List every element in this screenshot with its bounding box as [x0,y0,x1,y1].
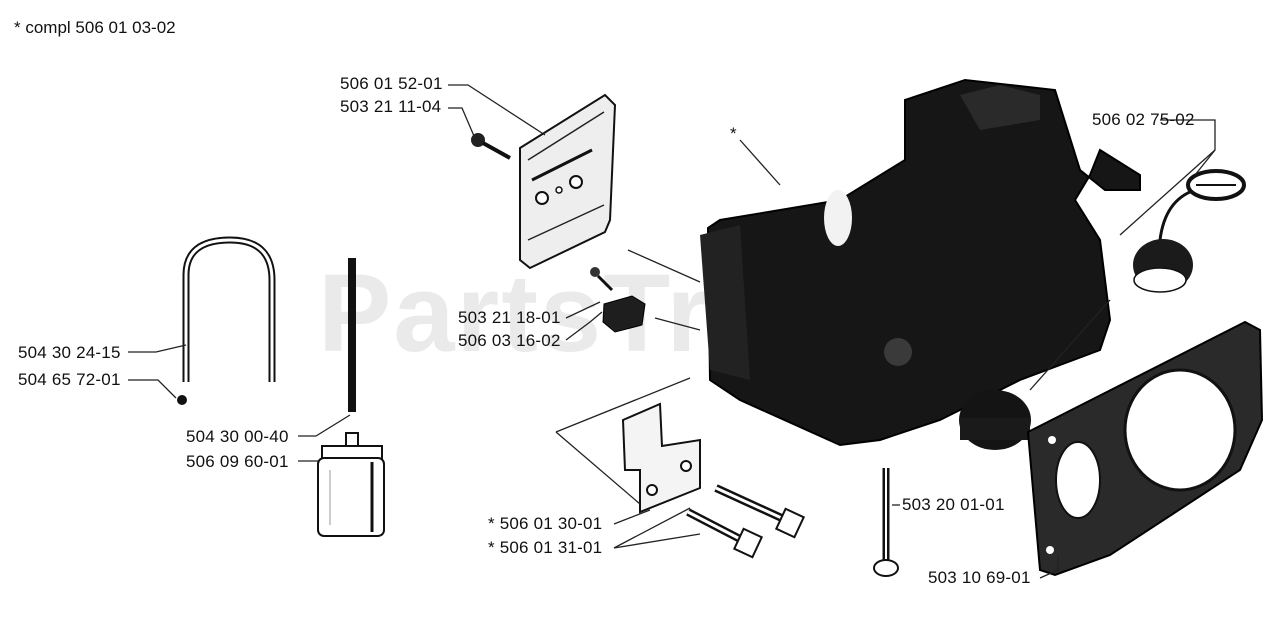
gasket-plate[interactable] [1026,320,1264,577]
screw-vertical[interactable] [873,468,899,577]
callout-503-21-11-04[interactable]: 503 21 11-04 [340,97,442,116]
bolt-lower[interactable] [686,508,764,559]
crankcase-housing[interactable] [700,78,1141,447]
bracket[interactable] [621,402,701,514]
callout-504-65-72-01[interactable]: 504 65 72-01 [18,370,121,389]
assembly-note: * compl 506 01 03-02 [14,18,176,37]
callout-506-01-52-01[interactable]: 506 01 52-01 [340,74,443,93]
callout-503-10-69-01[interactable]: 503 10 69-01 [928,568,1031,587]
callout-506-09-60-01[interactable]: 506 09 60-01 [186,452,289,471]
leader-lines [128,84,1216,579]
screw-plate[interactable] [471,133,511,160]
callout-506-01-30-01[interactable]: * 506 01 30-01 [488,514,603,533]
oil-cap[interactable] [1133,169,1246,293]
callout-506-03-16-02[interactable]: 506 03 16-02 [458,331,561,350]
callout-503-21-18-01[interactable]: 503 21 18-01 [458,308,561,327]
guide-block[interactable] [602,295,646,333]
grommet[interactable] [177,395,187,405]
hose-loop[interactable] [182,236,276,382]
callout-506-02-75-02[interactable]: 506 02 75-02 [1092,110,1195,129]
fuel-filter[interactable] [317,432,385,537]
callout-504-30-00-40[interactable]: 504 30 00-40 [186,427,289,446]
callout-503-20-01-01[interactable]: 503 20 01-01 [902,495,1005,514]
bolt-upper[interactable] [714,484,806,539]
callout-star-housing: * [730,124,737,143]
bar-plate[interactable] [519,93,617,270]
callout-504-30-24-15[interactable]: 504 30 24-15 [18,343,121,362]
screw-small[interactable] [590,267,614,292]
callout-506-01-31-01[interactable]: * 506 01 31-01 [488,538,603,557]
fuel-cap[interactable] [959,390,1031,450]
